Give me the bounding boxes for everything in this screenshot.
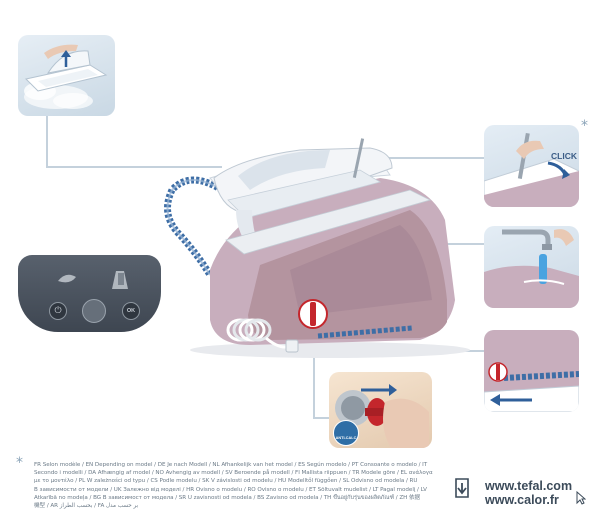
anti-calc-badge: ANTI-CALC <box>333 420 359 446</box>
anti-calc-panel: ANTI-CALC <box>329 372 432 448</box>
footnote-line: με το μοντέλο / PL W zależności od typu … <box>34 477 444 485</box>
cursor-icon <box>576 491 586 510</box>
footnote-languages: FR Selon modèle / EN Depending on model … <box>34 461 444 510</box>
footnote-asterisk: * <box>16 455 23 471</box>
anti-calc-label: ANTI-CALC <box>336 436 357 441</box>
remove-illustration <box>484 330 579 412</box>
control-panel: ⏻ OK <box>18 255 161 332</box>
calor-link[interactable]: www.calor.fr <box>485 493 559 507</box>
fill-water-panel <box>484 226 579 308</box>
download-icon[interactable] <box>452 477 472 499</box>
footnote-line: В зависимости от модели / UK Залежно від… <box>34 486 444 494</box>
power-button[interactable]: ⏻ <box>49 302 67 320</box>
hose <box>168 180 223 275</box>
footnote-line: Atkarībā no modeļa / BG В зависимост от … <box>34 494 444 502</box>
ok-icon: OK <box>127 308 135 314</box>
steam-dial[interactable] <box>82 299 106 323</box>
footnote-line: 機型 / AR بحسب الطراز / FA بر حسب مدل <box>34 502 444 510</box>
click-asterisk: * <box>581 118 588 134</box>
footnote-line: FR Selon modèle / EN Depending on model … <box>34 461 444 469</box>
power-icon: ⏻ <box>54 307 61 316</box>
anti-calc-valve-marker <box>299 300 327 328</box>
footnote-line: Secondo i modelli / DA Afhængig af model… <box>34 469 444 477</box>
click-panel: CLICK <box>484 125 579 207</box>
fill-water-illustration <box>484 226 579 308</box>
remove-panel <box>484 330 579 412</box>
ok-button[interactable]: OK <box>122 302 140 320</box>
click-label: CLICK <box>551 151 577 161</box>
tefal-link[interactable]: www.tefal.com <box>485 479 572 493</box>
click-illustration <box>484 125 579 207</box>
